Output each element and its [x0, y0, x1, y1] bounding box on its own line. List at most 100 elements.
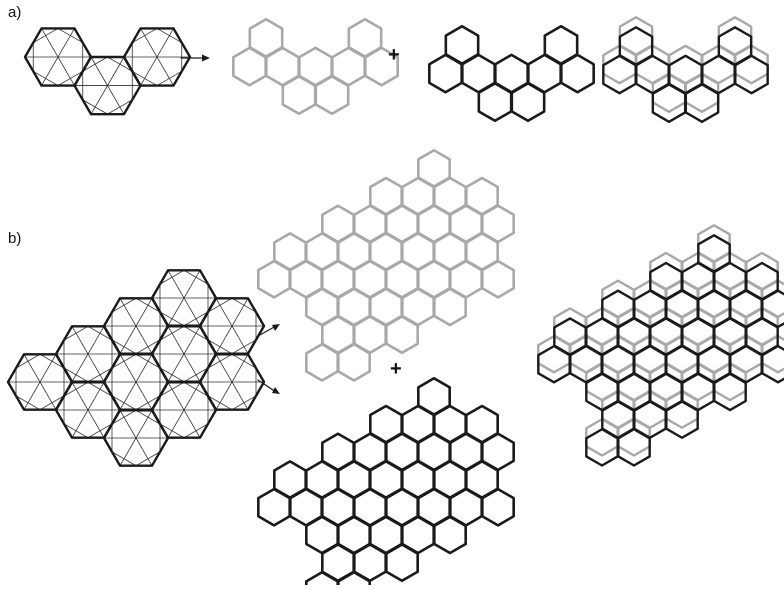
triangle-edge — [15, 353, 41, 369]
triangle-edge — [87, 325, 113, 341]
dark-hexagon — [385, 543, 419, 583]
triangle-diagonal — [167, 381, 201, 439]
dark-hexagon — [337, 570, 371, 590]
triangle-edge — [135, 353, 161, 369]
dark-hexagon — [701, 54, 736, 95]
triangulated-hexagon — [122, 27, 192, 87]
part-a-label: a) — [8, 4, 22, 21]
light-hexagon — [305, 342, 339, 382]
light-hexagon — [401, 176, 435, 216]
triangle-edge — [207, 339, 233, 355]
triangle-edge — [159, 325, 185, 341]
arrow-down-head — [272, 387, 280, 394]
light-hexagon — [331, 46, 366, 87]
triangle-diagonal — [119, 353, 153, 411]
triangle-edge — [87, 381, 113, 397]
part-b-dark-honeycomb — [257, 376, 515, 590]
dark-hexagon — [617, 428, 651, 467]
arrow-up-shaft — [257, 325, 277, 337]
dark-hexagon — [428, 53, 463, 94]
triangle-edge — [183, 381, 209, 397]
triangulated-hexagon — [102, 409, 170, 467]
triangle-edge — [135, 451, 161, 467]
triangle-edge — [135, 409, 161, 425]
triangle-edge — [156, 70, 183, 86]
triangle-edge — [183, 269, 209, 285]
dark-hexagon — [401, 404, 435, 444]
triangle-edge — [111, 451, 137, 467]
triangle-diagonal — [215, 353, 249, 411]
dark-hexagon — [681, 261, 715, 301]
triangle-edge — [231, 395, 257, 411]
triangle-edge — [111, 297, 137, 313]
triangle-edge — [82, 99, 108, 115]
triangle-edge — [131, 70, 158, 86]
part-b-light-honeycomb — [257, 148, 515, 382]
triangle-diagonal — [215, 297, 249, 355]
triangle-edge — [63, 325, 89, 341]
dark-hexagon — [633, 289, 667, 329]
triangle-edge — [111, 395, 137, 411]
dark-hexagon — [305, 570, 339, 590]
light-hexagon — [257, 259, 291, 299]
triangle-edge — [107, 56, 133, 72]
triangle-edge — [135, 297, 161, 313]
part-a-triangulated-hexagons — [23, 27, 192, 116]
triangle-edge — [183, 367, 209, 383]
triangle-edge — [63, 423, 89, 439]
triangle-edge — [207, 297, 233, 313]
triangle-edge — [231, 297, 257, 313]
arrow-head — [202, 54, 210, 62]
triangle-edge — [32, 70, 59, 86]
triangle-edge — [63, 381, 89, 397]
triangle-diagonal — [140, 28, 174, 86]
triangle-edge — [159, 381, 185, 397]
triangle-diagonal — [71, 381, 105, 439]
arrow-up-head — [272, 324, 280, 331]
arrow-down-shaft — [257, 379, 277, 393]
part-b-overlay — [537, 224, 784, 467]
dark-hexagon — [729, 289, 763, 329]
dark-hexagon — [353, 432, 387, 472]
part-a-light-honeycomb — [232, 17, 399, 116]
light-hexagon — [232, 46, 267, 87]
triangle-diagonal — [23, 353, 57, 411]
triangle-edge — [207, 353, 233, 369]
dark-hexagon — [477, 82, 513, 123]
triangle-edge — [111, 353, 137, 369]
dark-hexagon — [527, 53, 562, 94]
light-hexagon — [481, 259, 515, 299]
triangle-edge — [111, 409, 137, 425]
dark-hexagon — [585, 317, 619, 356]
triangle-edge — [87, 423, 113, 439]
triangle-diagonal — [71, 325, 105, 383]
dark-hexagon — [537, 344, 571, 384]
triangle-edge — [131, 28, 158, 44]
part-b-triangulated-hexagons — [6, 269, 266, 467]
triangle-edge — [82, 56, 108, 72]
triangle-edge — [183, 311, 209, 327]
triangle-diagonal — [119, 409, 153, 467]
triangle-diagonal — [41, 28, 75, 86]
light-hexagon — [449, 204, 483, 244]
light-hexagon — [481, 204, 515, 244]
triangle-edge — [111, 339, 137, 355]
light-hexagon — [385, 315, 419, 355]
triangle-edge — [231, 339, 257, 355]
dark-hexagon — [602, 54, 637, 95]
dark-hexagon — [449, 487, 483, 527]
triangle-edge — [57, 28, 84, 44]
triangle-diagonal — [167, 325, 201, 383]
light-hexagon — [281, 75, 317, 116]
part-a-dark-honeycomb — [428, 24, 595, 123]
triangle-edge — [39, 353, 65, 369]
triangle-edge — [135, 339, 161, 355]
part-a-overlay — [602, 16, 769, 123]
triangle-edge — [135, 395, 161, 411]
dark-hexagon — [585, 428, 619, 467]
triangle-edge — [156, 28, 183, 44]
triangle-diagonal — [167, 269, 201, 327]
dark-hexagon — [734, 54, 769, 95]
